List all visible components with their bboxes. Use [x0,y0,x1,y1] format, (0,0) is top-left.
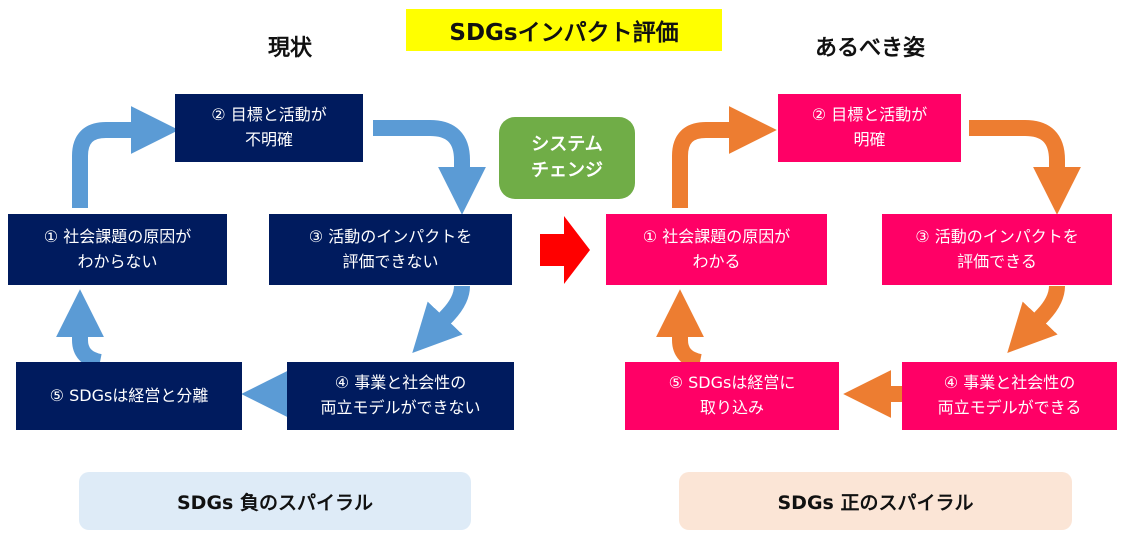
current-box-1-label: ① 社会課題の原因が わからない [43,226,192,271]
ideal-box-1-label: ① 社会課題の原因が わかる [642,226,791,271]
ideal-box-2: ② 目標と活動が 明確 [778,94,961,162]
ideal-box-2-label: ② 目標と活動が 明確 [811,105,928,149]
negative-spiral-label: SDGs 負のスパイラル [79,472,471,530]
current-box-4-label: ④ 事業と社会性の 両立モデルができない [320,373,481,417]
ideal-box-1: ① 社会課題の原因が わかる [606,214,827,285]
ideal-box-5-label: ⑤ SDGsは経営に 取り込み [668,373,796,417]
arrow-ideal-5-to-1 [656,289,704,370]
system-change-badge: システム チェンジ [499,117,635,199]
positive-spiral-label: SDGs 正のスパイラル [679,472,1072,530]
current-box-4: ④ 事業と社会性の 両立モデルができない [287,362,514,430]
current-box-2: ② 目標と活動が 不明確 [175,94,363,162]
current-box-3-label: ③ 活動のインパクトを 評価できない [308,226,473,271]
current-box-5-label: ⑤ SDGsは経営と分離 [49,385,209,405]
ideal-heading: あるべき姿 [814,36,925,61]
arrow-ideal-2-to-3 [969,120,1081,215]
ideal-box-3: ③ 活動のインパクトを 評価できる [882,214,1112,285]
arrow-1-to-2 [72,106,179,208]
arrow-ideal-1-to-2 [672,106,777,208]
current-box-2-label: ② 目標と活動が 不明確 [211,105,327,149]
arrow-3-to-4 [412,285,470,353]
arrow-5-to-1 [56,289,104,370]
ideal-box-5: ⑤ SDGsは経営に 取り込み [625,362,839,430]
ideal-box-4: ④ 事業と社会性の 両立モデルができる [902,362,1117,430]
current-box-5: ⑤ SDGsは経営と分離 [16,362,242,430]
ideal-box-4-label: ④ 事業と社会性の 両立モデルができる [937,373,1082,417]
transition-arrow [540,216,590,284]
arrow-ideal-3-to-4 [1007,285,1065,353]
current-box-3: ③ 活動のインパクトを 評価できない [269,214,512,285]
current-heading: 現状 [267,36,312,61]
page-title: SDGsインパクト評価 [406,9,722,51]
ideal-box-3-label: ③ 活動のインパクトを 評価できる [915,226,1079,271]
current-box-1: ① 社会課題の原因が わからない [8,214,227,285]
arrow-2-to-3 [373,120,486,215]
